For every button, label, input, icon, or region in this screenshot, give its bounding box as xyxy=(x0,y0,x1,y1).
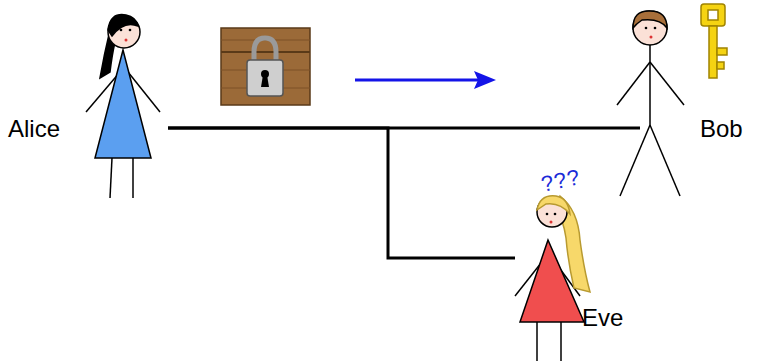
leg xyxy=(132,158,134,198)
key-icon xyxy=(701,4,727,78)
eye xyxy=(546,213,549,216)
leg xyxy=(560,322,562,361)
send-arrow xyxy=(355,71,496,89)
hair xyxy=(633,11,667,28)
person-eve: Eve xyxy=(515,165,645,361)
leg xyxy=(110,158,112,198)
head xyxy=(633,11,667,45)
key-tooth xyxy=(717,62,724,69)
eye xyxy=(129,29,132,32)
person-name: Bob xyxy=(700,116,743,142)
alice-figure xyxy=(86,15,160,198)
body xyxy=(649,45,651,125)
key-tooth xyxy=(717,48,727,55)
arrow-head xyxy=(474,71,496,89)
eve-figure xyxy=(515,196,590,361)
mouth xyxy=(550,221,553,224)
eye xyxy=(645,27,648,30)
key-hole xyxy=(708,10,718,20)
eye xyxy=(120,29,123,32)
key-shaft xyxy=(709,26,717,78)
key-bow xyxy=(701,4,725,26)
bob-figure xyxy=(617,11,684,196)
chest-body xyxy=(221,28,310,105)
channel-line xyxy=(168,128,515,258)
person-name: Eve xyxy=(582,305,623,331)
hair xyxy=(108,15,138,36)
locked-chest xyxy=(221,28,310,105)
person-bob: Bob xyxy=(640,0,775,205)
lock-body xyxy=(247,60,283,96)
keyhole xyxy=(261,75,269,87)
leg xyxy=(650,125,680,196)
leg xyxy=(536,322,538,361)
arrow-shaft xyxy=(355,79,478,82)
person-name: Alice xyxy=(8,116,60,142)
chest-lid xyxy=(221,51,310,53)
hair xyxy=(537,196,570,214)
mouth xyxy=(125,39,128,42)
confusion-marks: ??? xyxy=(539,166,582,196)
eye xyxy=(654,27,657,30)
eye xyxy=(554,213,557,216)
arm xyxy=(617,62,650,105)
person-alice: Alice xyxy=(5,0,168,205)
mouth xyxy=(650,36,653,39)
arm xyxy=(650,62,684,105)
leg xyxy=(620,125,650,196)
